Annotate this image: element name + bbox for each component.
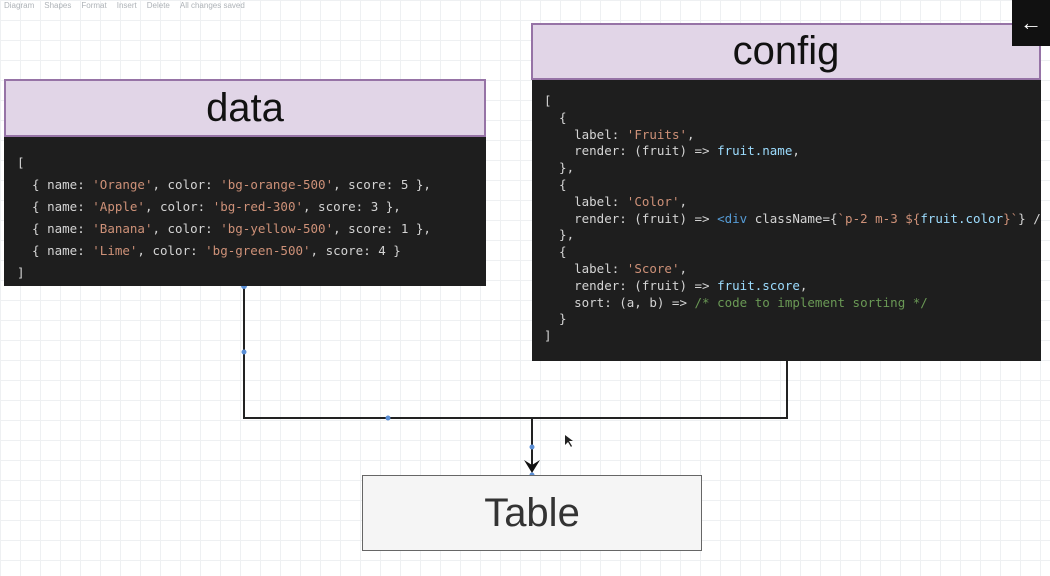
config-code-token: {: [544, 176, 567, 192]
back-button[interactable]: ←: [1012, 0, 1050, 46]
config-code-token: },: [544, 160, 575, 176]
data-code-token: , score: 5 },: [333, 177, 431, 192]
data-code-line: { name: 'Lime', color: 'bg-green-500', s…: [17, 240, 486, 262]
config-code-line: sort: (a, b) => /* code to implement sor…: [544, 295, 1041, 312]
config-code-line: {: [544, 177, 1041, 194]
data-code-token: , score: 4 }: [310, 243, 401, 258]
config-code-token: fruit.name: [717, 143, 793, 159]
toolbar-diagram-menu[interactable]: Diagram: [4, 0, 35, 10]
config-code-line: ]: [544, 328, 1041, 345]
config-code-token: render: (fruit) =>: [544, 143, 718, 159]
config-code-token: ,: [679, 260, 688, 276]
connector-handle[interactable]: [529, 444, 535, 450]
table-node[interactable]: Table: [362, 475, 702, 551]
config-code-token: render: (fruit) =>: [544, 210, 718, 226]
data-code-token: 'bg-red-300': [212, 199, 303, 214]
data-code-token: , color:: [144, 199, 213, 214]
data-code-token: , score: 1 },: [333, 221, 431, 236]
config-code-token: /* code to implement sorting */: [694, 294, 928, 310]
data-code-token: , color:: [152, 177, 221, 192]
config-code-token: {: [544, 109, 567, 125]
config-code-line: [: [544, 93, 1041, 110]
config-code-token: } />,: [1018, 210, 1041, 226]
data-code-token: { name:: [17, 177, 93, 192]
data-code-line: { name: 'Apple', color: 'bg-red-300', sc…: [17, 196, 486, 218]
config-code-token: ,: [687, 126, 695, 142]
config-code-token: label:: [544, 193, 627, 209]
data-code-token: 'bg-yellow-500': [220, 221, 334, 236]
data-code-block[interactable]: [ { name: 'Orange', color: 'bg-orange-50…: [4, 137, 486, 286]
connector-handle[interactable]: [385, 415, 391, 421]
config-code-block[interactable]: [ { label: 'Fruits', render: (fruit) => …: [532, 80, 1041, 361]
config-code-token: ,: [799, 277, 808, 293]
arrowhead-icon: [524, 460, 540, 473]
toolbar-format-menu[interactable]: Format: [81, 0, 107, 10]
editor-toolbar: Diagram Shapes Format Insert Delete All …: [0, 0, 384, 10]
data-code-line: { name: 'Banana', color: 'bg-yellow-500'…: [17, 218, 486, 240]
config-to-table-connector[interactable]: [532, 361, 788, 419]
data-code-token: 'bg-green-500': [205, 243, 311, 258]
mouse-cursor-icon: [565, 435, 573, 447]
config-code-token: [: [544, 93, 552, 108]
config-code-line: },: [544, 227, 1041, 244]
config-code-line: label: 'Fruits',: [544, 127, 1041, 144]
config-code-line: label: 'Color',: [544, 194, 1041, 211]
config-code-line: {: [544, 244, 1041, 261]
toolbar-insert-menu[interactable]: Insert: [116, 0, 137, 10]
data-code-line: { name: 'Orange', color: 'bg-orange-500'…: [17, 174, 486, 196]
config-code-line: render: (fruit) => fruit.score,: [544, 278, 1041, 295]
data-code-token: 'Orange': [92, 177, 153, 192]
config-code-token: 'Score': [626, 260, 680, 276]
data-code-token: [: [17, 155, 25, 170]
data-code-line: [: [17, 152, 486, 174]
config-code-line: },: [544, 160, 1041, 177]
data-code-token: { name:: [17, 199, 93, 214]
data-to-table-connector[interactable]: [243, 286, 533, 470]
config-code-line: label: 'Score',: [544, 261, 1041, 278]
config-code-token: }`: [1003, 210, 1019, 226]
config-code-token: 'Color': [626, 193, 680, 209]
config-code-token: ,: [679, 193, 688, 209]
config-code-token: render: (fruit) =>: [544, 277, 718, 293]
config-code-token: label:: [544, 260, 627, 276]
config-code-token: }: [544, 311, 567, 327]
config-code-line: render: (fruit) => fruit.name,: [544, 143, 1041, 160]
toolbar-delete-button[interactable]: Delete: [146, 0, 170, 10]
data-code-line: ]: [17, 262, 486, 284]
config-code-token: sort: (a, b) =>: [544, 294, 695, 310]
config-code-token: fruit.color: [920, 210, 1004, 226]
config-code-token: <div: [717, 210, 748, 226]
config-code-token: {: [544, 244, 567, 260]
data-code-token: 'bg-orange-500': [220, 177, 334, 192]
data-code-token: 'Apple': [92, 199, 145, 214]
config-code-token: },: [544, 227, 575, 243]
data-code-token: 'Lime': [92, 243, 138, 258]
config-code-token: `p-2 m-3 ${: [837, 210, 921, 226]
config-code-line: render: (fruit) => <div className={`p-2 …: [544, 211, 1041, 228]
config-code-line: {: [544, 110, 1041, 127]
toolbar-save-status: All changes saved: [179, 0, 245, 10]
config-code-token: ]: [544, 328, 552, 344]
data-code-token: ]: [17, 265, 25, 280]
config-code-token: label:: [544, 126, 627, 142]
config-code-token: 'Fruits': [626, 126, 688, 142]
config-node-header[interactable]: config: [531, 23, 1041, 80]
data-code-token: { name:: [17, 243, 93, 258]
config-code-token: ,: [792, 143, 800, 159]
data-node-header[interactable]: data: [4, 79, 486, 137]
arrow-left-icon: ←: [1020, 10, 1042, 35]
data-code-token: , color:: [152, 221, 221, 236]
config-code-token: fruit.score: [717, 277, 800, 293]
toolbar-shapes-menu[interactable]: Shapes: [44, 0, 72, 10]
connector-handle[interactable]: [241, 349, 247, 355]
config-code-line: }: [544, 311, 1041, 328]
data-code-token: , score: 3 },: [303, 199, 401, 214]
data-code-token: 'Banana': [92, 221, 153, 236]
data-code-token: , color:: [137, 243, 206, 258]
config-code-token: className={: [747, 210, 838, 226]
data-code-token: { name:: [17, 221, 93, 236]
